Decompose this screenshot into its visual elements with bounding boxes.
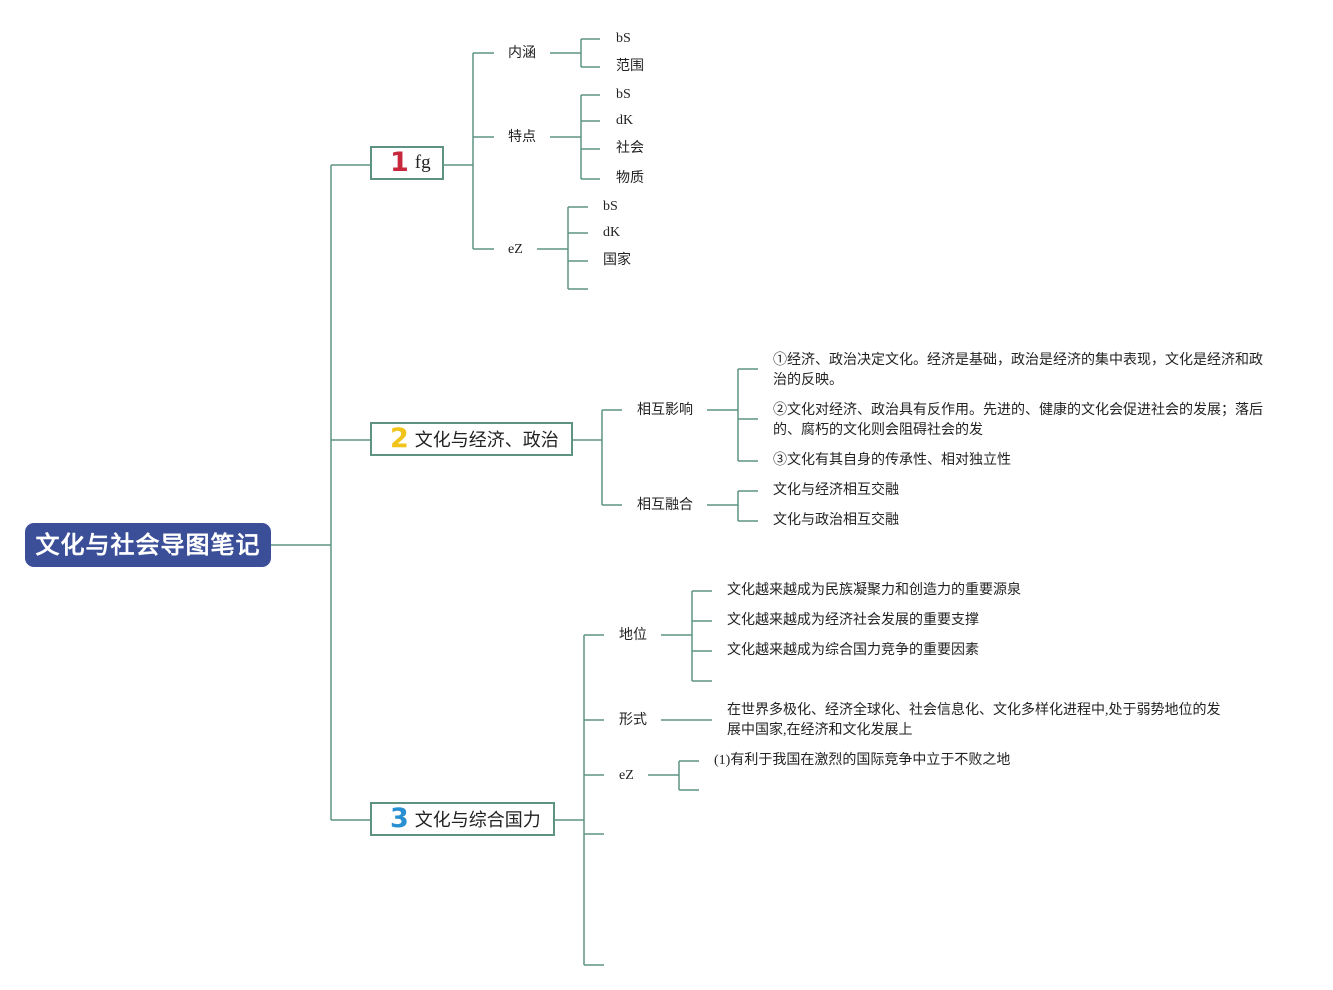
branch-1-label: fg [414, 152, 431, 173]
leaf-neihan-1[interactable]: bS [616, 31, 631, 46]
topic-xianghu-ronghe[interactable]: 相互融合 [637, 498, 693, 513]
leaf-tedian-4[interactable]: 物质 [616, 171, 644, 186]
leaf-ronghe-2[interactable]: 文化与政治相互交融 [773, 513, 899, 528]
branch-1-number: 1 [390, 147, 409, 178]
leaf-yingxiang-1[interactable]: ①经济、政治决定文化。经济是基础，政治是经济的集中表现，文化是经济和政治的反映。 [773, 353, 1263, 388]
leaf-ez3-1[interactable]: (1)有利于我国在激烈的国际竞争中立于不败之地 [714, 753, 1011, 768]
root-node[interactable]: 文化与社会导图笔记 [25, 523, 271, 567]
topic-diwei[interactable]: 地位 [619, 628, 647, 643]
leaf-tedian-2[interactable]: dK [616, 113, 634, 128]
leaf-yingxiang-3[interactable]: ③文化有其自身的传承性、相对独立性 [773, 453, 1011, 468]
leaf-neihan-2[interactable]: 范围 [616, 59, 644, 74]
leaf-ronghe-1[interactable]: 文化与经济相互交融 [773, 483, 899, 498]
leaf-diwei-3[interactable]: 文化越来越成为综合国力竞争的重要因素 [727, 643, 979, 658]
leaf-tedian-3[interactable]: 社会 [616, 141, 644, 156]
topic-xianghu-yingxiang[interactable]: 相互影响 [637, 403, 693, 418]
topic-ez-3[interactable]: eZ [619, 768, 634, 783]
topic-ez-1[interactable]: eZ [508, 242, 523, 257]
branch-2-number: 2 [390, 423, 409, 454]
topic-xingshi[interactable]: 形式 [619, 713, 647, 728]
branch-2-label: 文化与经济、政治 [414, 430, 559, 451]
branch-2-node[interactable]: 2 文化与经济、政治 [370, 422, 573, 456]
leaf-ez1-2[interactable]: dK [603, 225, 621, 240]
leaf-ez1-3[interactable]: 国家 [603, 253, 631, 268]
leaf-tedian-1[interactable]: bS [616, 87, 631, 102]
branch-1-node[interactable]: 1 fg [370, 146, 444, 180]
leaf-diwei-1[interactable]: 文化越来越成为民族凝聚力和创造力的重要源泉 [727, 583, 1021, 598]
branch-3-label: 文化与综合国力 [414, 810, 541, 831]
leaf-yingxiang-2[interactable]: ②文化对经济、政治具有反作用。先进的、健康的文化会促进社会的发展；落后的、腐朽的… [773, 403, 1263, 438]
leaf-xingshi-1[interactable]: 在世界多极化、经济全球化、社会信息化、文化多样化进程中,处于弱势地位的发展中国家… [727, 703, 1221, 738]
topic-tedian[interactable]: 特点 [508, 130, 536, 145]
leaf-diwei-2[interactable]: 文化越来越成为经济社会发展的重要支撑 [727, 613, 979, 628]
branch-3-node[interactable]: 3 文化与综合国力 [370, 802, 555, 836]
leaf-ez1-1[interactable]: bS [603, 199, 618, 214]
branch-3-number: 3 [390, 803, 409, 834]
topic-neihan[interactable]: 内涵 [508, 46, 536, 61]
